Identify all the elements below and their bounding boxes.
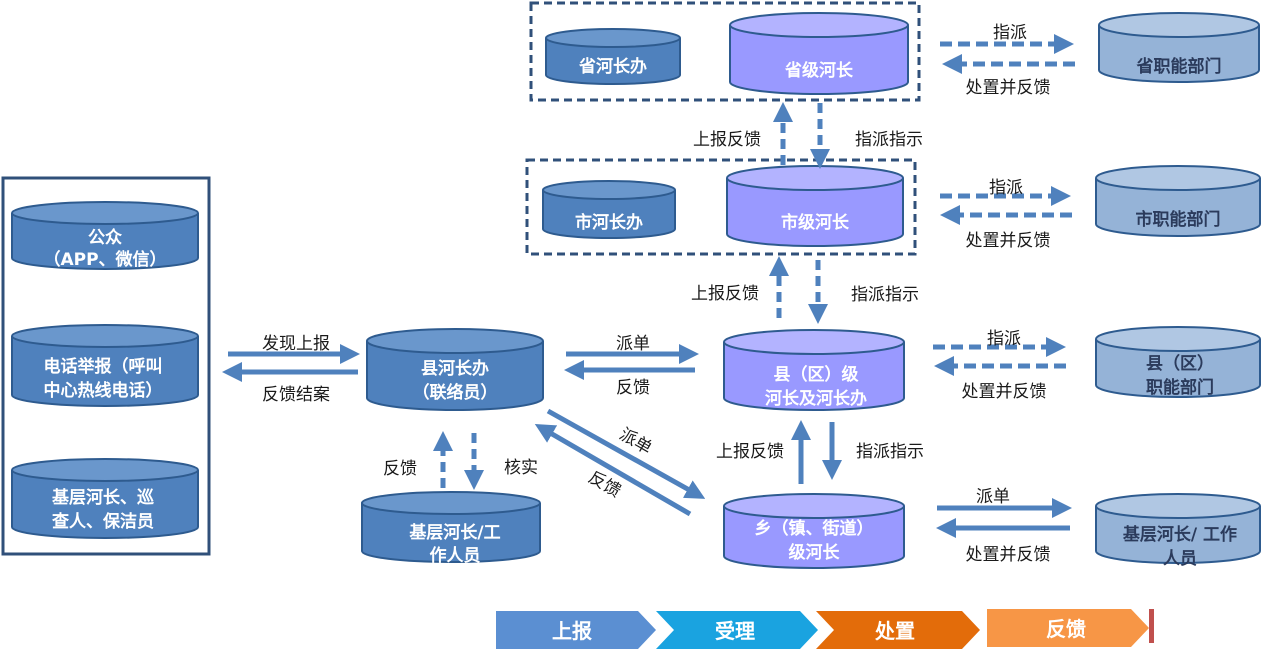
stage-end-bar <box>1149 609 1154 643</box>
node-county-dept-line1: 县（区） <box>1146 353 1214 374</box>
node-grassroots-worker-line1: 基层河长/工 <box>408 522 500 543</box>
source-group-box <box>1 176 211 556</box>
node-county-office-line1: 县河长办 <box>421 358 489 379</box>
node-public-line1: 公众 <box>88 227 123 248</box>
arrow-office-dispatch-town <box>546 408 706 499</box>
label-city-assign: 指派 <box>989 178 1023 198</box>
node-town-worker-line2: 人员 <box>1163 549 1197 569</box>
node-province-chief-label: 省级河长 <box>784 60 854 81</box>
node-patrol: 基层河长、巡 查人、保洁员 <box>11 458 199 539</box>
label-province-assign: 指派 <box>993 23 1027 43</box>
label-office-verify: 核实 <box>504 458 538 478</box>
node-town-worker: 基层河长/ 工作 人员 <box>1095 493 1261 569</box>
node-county-office: 县河长办 （联络员） <box>366 328 544 411</box>
node-hotline-line2: 中心热线电话） <box>44 380 163 401</box>
node-city-office: 市河长办 <box>542 180 676 239</box>
node-grassroots-worker: 基层河长/工 作人员 <box>361 491 541 566</box>
node-province-chief: 省级河长 <box>729 12 909 95</box>
node-city-dept-label: 市职能部门 <box>1136 209 1221 230</box>
label-city-instruct: 指派指示 <box>851 285 919 305</box>
node-county-dept: 县（区） 职能部门 <box>1095 326 1261 398</box>
stage-feedback-label: 反馈 <box>1046 617 1086 641</box>
stage-report-label: 上报 <box>552 619 592 643</box>
node-province-office-label: 省河长办 <box>578 56 647 77</box>
label-town-dispatch: 派单 <box>976 487 1010 507</box>
node-town-worker-line1: 基层河长/ 工作 <box>1122 524 1237 545</box>
label-office-dispatch: 派单 <box>616 334 650 354</box>
label-city-report: 上报反馈 <box>693 130 761 150</box>
stage-handle-label: 处置 <box>874 619 915 643</box>
label-province-instruct: 指派指示 <box>855 130 923 150</box>
stage-accept <box>656 611 818 649</box>
node-city-office-label: 市河长办 <box>575 212 643 233</box>
label-office-feedback: 反馈 <box>616 378 650 398</box>
node-town-chief-line2: 级河长 <box>789 542 841 563</box>
node-city-chief-label: 市级河长 <box>781 212 850 233</box>
label-town-report: 上报反馈 <box>716 442 784 462</box>
node-hotline: 电话举报（呼叫 中心热线电话） <box>11 324 199 407</box>
node-county-dept-line2: 职能部门 <box>1146 377 1214 398</box>
node-county-chief: 县（区）级 河长及河长办 <box>723 329 905 411</box>
node-public-line2: （APP、微信） <box>43 249 166 270</box>
label-county-assign: 指派 <box>987 329 1021 349</box>
node-city-chief: 市级河长 <box>726 165 904 247</box>
stage-feedback <box>987 609 1149 647</box>
stage-report <box>496 611 656 649</box>
node-county-chief-line2: 河长及河长办 <box>765 388 867 409</box>
node-city-dept: 市职能部门 <box>1095 165 1261 237</box>
node-town-chief: 乡（镇、街道） 级河长 <box>723 493 905 569</box>
node-province-dept: 省职能部门 <box>1098 12 1260 83</box>
label-discover-report: 发现上报 <box>262 334 330 354</box>
arrow-town-feedback-office <box>534 423 692 517</box>
node-patrol-line1: 基层河长、巡 <box>51 487 154 508</box>
label-worker-feedback: 反馈 <box>383 459 417 479</box>
label-county-report: 上报反馈 <box>691 284 759 304</box>
node-province-dept-label: 省职能部门 <box>1136 56 1222 77</box>
node-county-chief-line1: 县（区）级 <box>774 364 859 385</box>
label-city-handle: 处置并反馈 <box>966 231 1051 251</box>
label-county-handle: 处置并反馈 <box>962 382 1047 402</box>
province-group-box <box>529 1 921 102</box>
node-patrol-line2: 查人、保洁员 <box>51 511 154 532</box>
node-county-office-line2: （联络员） <box>413 382 498 403</box>
stage-accept-label: 受理 <box>715 619 755 643</box>
node-town-chief-line1: 乡（镇、街道） <box>755 518 874 539</box>
stage-legend: 上报 受理 处置 反馈 <box>496 609 1154 649</box>
city-group-box <box>525 158 917 256</box>
node-province-office: 省河长办 <box>545 28 681 85</box>
label-town-handle: 处置并反馈 <box>966 545 1051 565</box>
label-province-handle: 处置并反馈 <box>966 78 1051 98</box>
node-hotline-line1: 电话举报（呼叫 <box>44 356 163 377</box>
node-public: 公众 （APP、微信） <box>11 201 199 270</box>
stage-handle <box>816 611 980 649</box>
label-county-instruct: 指派指示 <box>856 442 924 462</box>
label-feedback-close: 反馈结案 <box>262 385 330 405</box>
node-grassroots-worker-line2: 作人员 <box>430 545 481 566</box>
